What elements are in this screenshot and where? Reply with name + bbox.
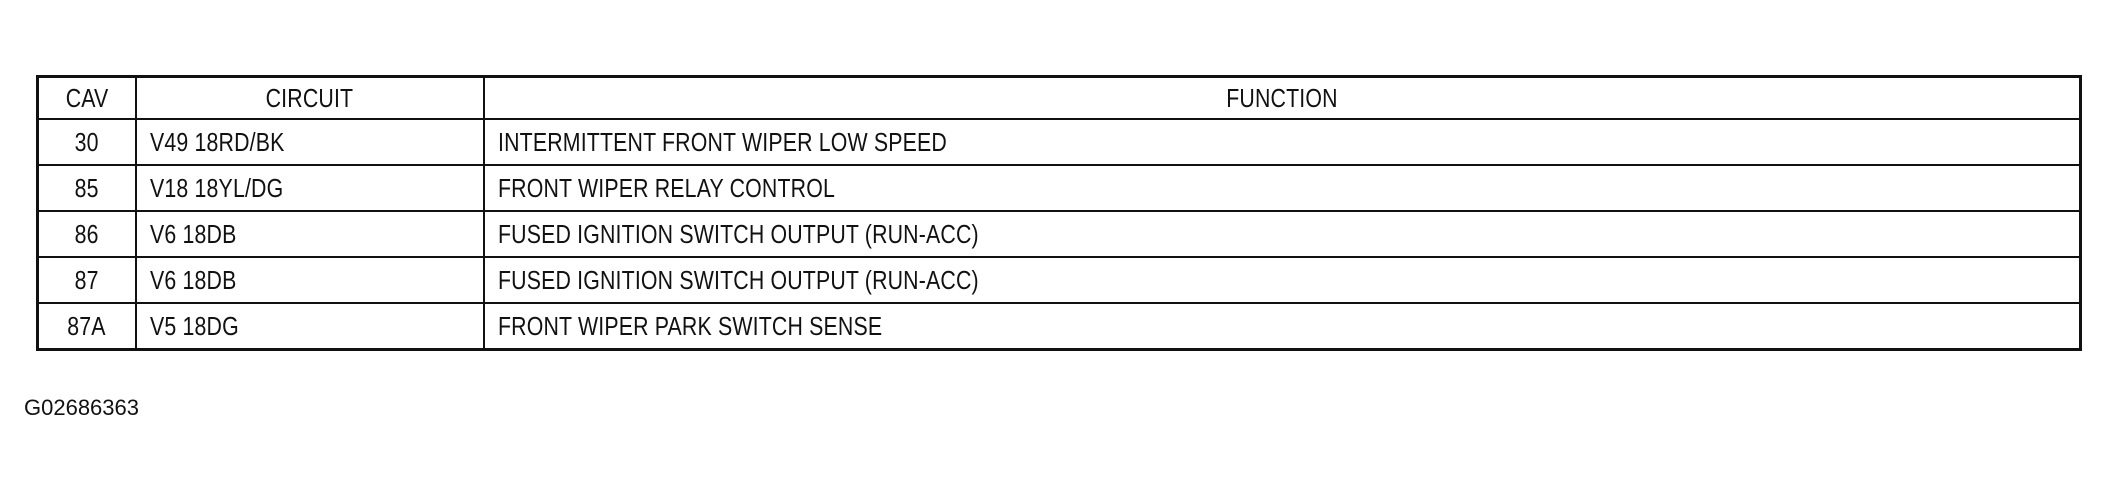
cav-column-header: CAV [36, 75, 137, 120]
table-row: 30 V49 18RD/BK INTERMITTENT FRONT WIPER … [36, 118, 2082, 166]
table-row: 87A V5 18DG FRONT WIPER PARK SWITCH SENS… [36, 302, 2082, 351]
cav-cell: 86 [36, 210, 137, 258]
circuit-cell: V6 18DB [134, 256, 485, 304]
connector-pinout-table: CAV CIRCUIT FUNCTION 30 V49 18RD/BK INTE… [36, 75, 2082, 351]
table-row: 85 V18 18YL/DG FRONT WIPER RELAY CONTROL [36, 164, 2082, 212]
cav-cell: 30 [36, 118, 137, 166]
circuit-column-header: CIRCUIT [134, 75, 485, 120]
circuit-cell: V5 18DG [134, 302, 485, 351]
cav-cell: 87 [36, 256, 137, 304]
circuit-cell: V18 18YL/DG [134, 164, 485, 212]
function-cell: FUSED IGNITION SWITCH OUTPUT (RUN-ACC) [482, 210, 2082, 258]
circuit-cell: V49 18RD/BK [134, 118, 485, 166]
table-row: 87 V6 18DB FUSED IGNITION SWITCH OUTPUT … [36, 256, 2082, 304]
cav-cell: 87A [36, 302, 137, 351]
figure-id-label: G02686363 [24, 395, 139, 420]
function-cell: INTERMITTENT FRONT WIPER LOW SPEED [482, 118, 2082, 166]
function-cell: FRONT WIPER PARK SWITCH SENSE [482, 302, 2082, 351]
table-row: 86 V6 18DB FUSED IGNITION SWITCH OUTPUT … [36, 210, 2082, 258]
function-cell: FUSED IGNITION SWITCH OUTPUT (RUN-ACC) [482, 256, 2082, 304]
function-column-header: FUNCTION [482, 75, 2082, 120]
cav-cell: 85 [36, 164, 137, 212]
table-header-row: CAV CIRCUIT FUNCTION [36, 75, 2082, 120]
circuit-cell: V6 18DB [134, 210, 485, 258]
function-cell: FRONT WIPER RELAY CONTROL [482, 164, 2082, 212]
